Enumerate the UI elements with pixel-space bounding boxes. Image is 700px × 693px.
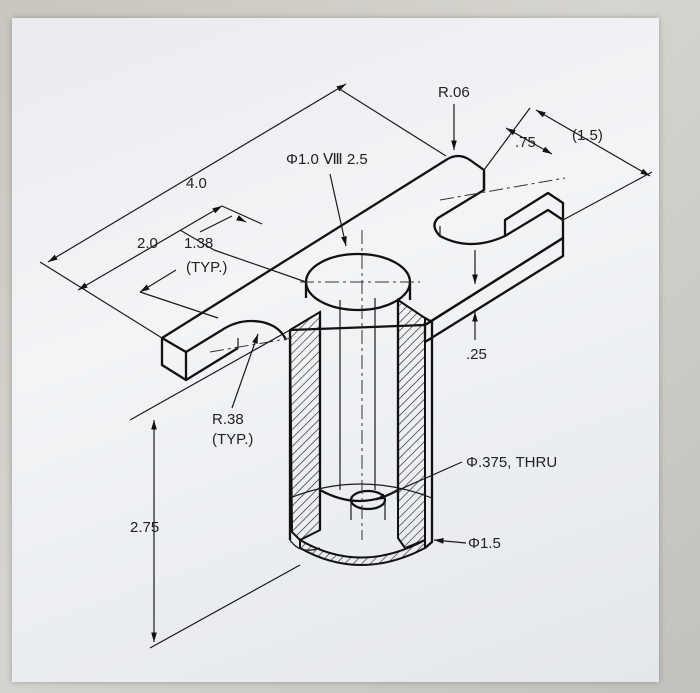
label-2-75: 2.75 xyxy=(130,519,159,536)
label-hole-counterbore: Φ1.0 Ⅷ 2.5 xyxy=(286,151,368,168)
center-lines xyxy=(209,177,566,540)
label-4-0: 4.0 xyxy=(186,175,207,192)
label-2-0: 2.0 xyxy=(137,235,158,252)
label-diameter-1-5: Φ1.5 xyxy=(468,535,501,552)
label-1-38: 1.38 xyxy=(184,235,213,252)
label-025: .25 xyxy=(466,346,487,363)
label-r06: R.06 xyxy=(438,84,470,101)
cylinder-body xyxy=(288,252,434,566)
label-r38: R.38 xyxy=(212,411,244,428)
label-typ-2: (TYP.) xyxy=(212,431,253,448)
top-plate xyxy=(160,154,565,382)
label-typ-1: (TYP.) xyxy=(186,259,227,276)
label-075: .75 xyxy=(515,134,536,151)
label-thru-hole: Φ.375, THRU xyxy=(466,454,557,471)
label-1-5-ref: (1.5) xyxy=(572,127,603,144)
dimension-lines xyxy=(39,83,653,649)
